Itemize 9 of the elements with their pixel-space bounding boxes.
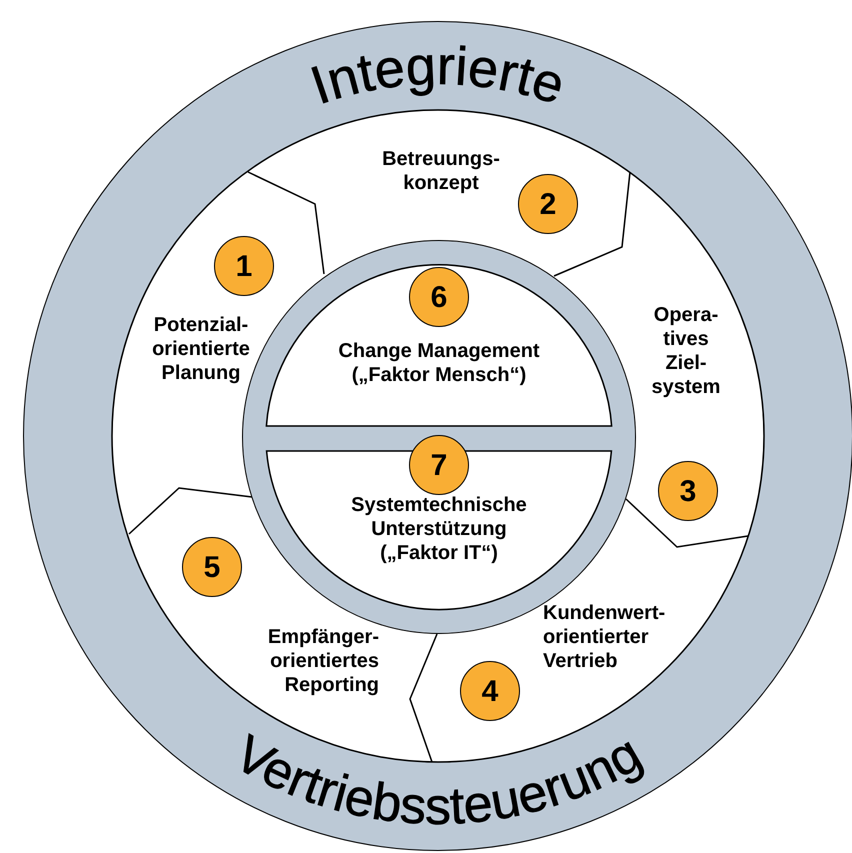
segment-label: Systemtechnische Unterstützung („Faktor IT“)	[350, 493, 528, 565]
segment-label: Kundenwert- orientierter Vertrieb	[543, 601, 666, 673]
segment-label: Opera- tives Ziel- system	[650, 303, 722, 399]
segment-label: Change Management („Faktor Mensch“)	[337, 339, 541, 387]
segment-label: Betreuungs- konzept	[381, 147, 501, 195]
step-number: 7	[409, 435, 469, 495]
segment-label: Potenzial- orientierte Planung	[151, 313, 251, 385]
ring-title: Integrierte	[303, 35, 572, 116]
segment-label: Empfänger- orientiertes Reporting	[266, 625, 379, 697]
